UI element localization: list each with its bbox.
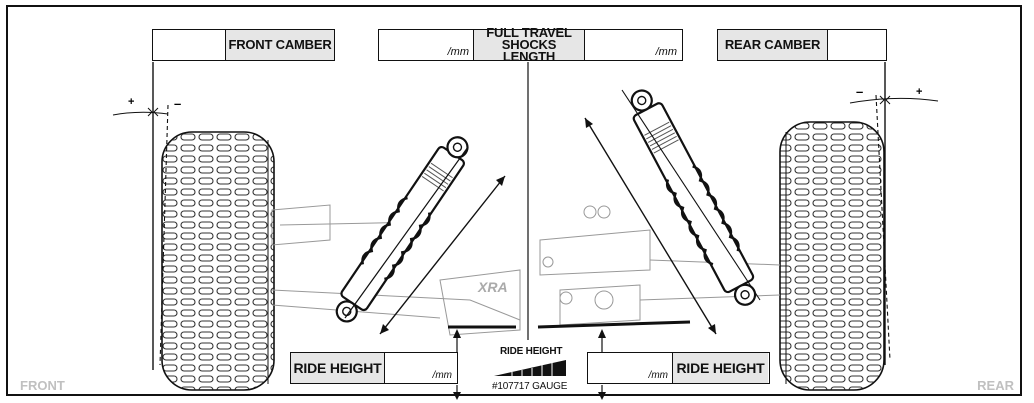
gauge-part-number: #107717 GAUGE (492, 381, 568, 392)
shocks-length-label: FULL TRAVEL SHOCKS LENGTH (473, 25, 585, 64)
tire-icon (779, 121, 885, 391)
ride-height-gauge-icon (494, 360, 566, 376)
front-camber-box: FRONT CAMBER (152, 29, 335, 61)
tire-icon (161, 131, 275, 391)
unit-label: /mm (447, 46, 469, 58)
shock-absorber-icon (630, 89, 757, 306)
rear-corner-label: REAR (977, 378, 1014, 393)
rear-camber-value[interactable] (828, 30, 885, 60)
rear-camber-plus-mark: + (916, 86, 923, 98)
rear-camber-minus-mark: – (856, 84, 864, 99)
svg-text:XRA: XRA (477, 279, 508, 295)
ride-height-right-box: /mm RIDE HEIGHT (587, 352, 770, 384)
ride-height-right-value[interactable]: /mm (588, 353, 672, 383)
unit-label: /mm (655, 46, 677, 58)
front-camber-label: FRONT CAMBER (225, 30, 334, 60)
gauge-title: RIDE HEIGHT (500, 346, 563, 357)
ride-height-left-label: RIDE HEIGHT (291, 353, 385, 383)
worksheet-frame (6, 5, 1022, 396)
shocks-length-label-line1: FULL TRAVEL (486, 25, 572, 40)
ride-height-left-box: RIDE HEIGHT /mm (290, 352, 458, 384)
rear-camber-label: REAR CAMBER (718, 30, 828, 60)
unit-label: /mm (432, 370, 452, 381)
shock-absorber-icon (335, 136, 469, 323)
shocks-length-label-line2: SHOCKS LENGTH (501, 37, 557, 64)
rear-camber-box: REAR CAMBER (717, 29, 887, 61)
shocks-length-left-value[interactable]: /mm (379, 30, 473, 60)
unit-label: /mm (648, 370, 668, 381)
shocks-length-box: /mm FULL TRAVEL SHOCKS LENGTH /mm (378, 25, 683, 64)
front-corner-label: FRONT (20, 378, 65, 393)
ride-height-left-value[interactable]: /mm (385, 353, 456, 383)
front-camber-value[interactable] (153, 30, 225, 60)
front-camber-minus-mark: – (174, 96, 182, 111)
ride-height-right-label: RIDE HEIGHT (672, 353, 768, 383)
front-camber-plus-mark: + (128, 96, 135, 108)
shocks-length-right-value[interactable]: /mm (585, 30, 681, 60)
